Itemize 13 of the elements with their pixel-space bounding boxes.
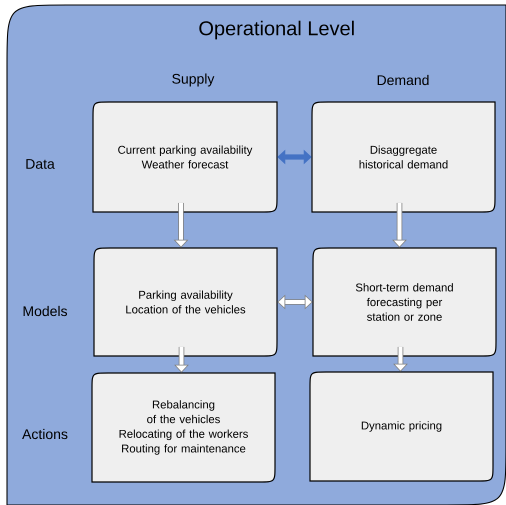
content-box: Rebalancing of the vehicles Relocating of the workers Routing for maintenance	[91, 372, 276, 483]
content-box: Parking availability Location of the vehicles	[93, 247, 278, 357]
row-label: Data	[26, 159, 55, 169]
content-box: Current parking availability Weather forecast	[92, 101, 278, 213]
content-box: Short-term demand forecasting per station or zone	[312, 247, 497, 357]
row-label: Models	[24, 306, 68, 316]
content-box: Dynamic pricing	[309, 371, 494, 482]
content-box: Disaggregate historical demand	[311, 101, 496, 213]
row-label: Actions	[22, 428, 68, 440]
column-heading: Demand	[378, 74, 429, 86]
column-heading: Supply	[172, 73, 214, 87]
arrow	[277, 150, 312, 164]
arrow	[277, 294, 313, 310]
